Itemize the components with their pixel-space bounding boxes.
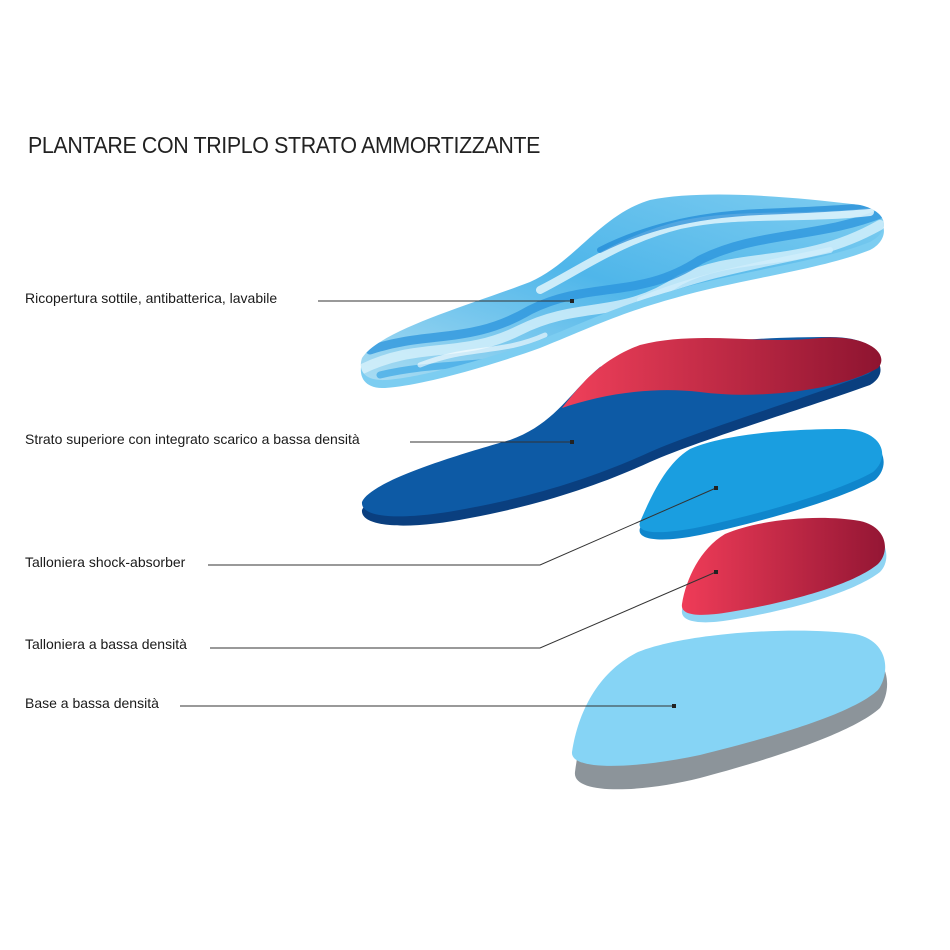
dot-low-density-heel [714,570,718,574]
label-cover: Ricopertura sottile, antibatterica, lava… [25,290,278,306]
label-top-layer: Strato superiore con integrato scarico a… [25,431,360,447]
leader-lines [180,300,717,707]
dot-cover [570,299,574,303]
base-layer [571,630,888,790]
leader-shock-heel [208,487,717,566]
label-shock-heel: Talloniera shock-absorber [25,554,186,570]
shock-absorber-heel [639,429,884,540]
leader-low-density-heel [210,571,717,649]
cover-layer [360,194,884,389]
dot-base [672,704,676,708]
label-low-density-heel: Talloniera a bassa densità [25,636,187,652]
dot-shock-heel [714,486,718,490]
dot-top-layer [570,440,574,444]
top-layer [361,337,882,526]
leader-endpoints [570,299,718,708]
label-base: Base a bassa densità [25,695,159,711]
page-title: PLANTARE CON TRIPLO STRATO AMMORTIZZANTE [28,132,541,158]
low-density-heel [681,517,887,623]
